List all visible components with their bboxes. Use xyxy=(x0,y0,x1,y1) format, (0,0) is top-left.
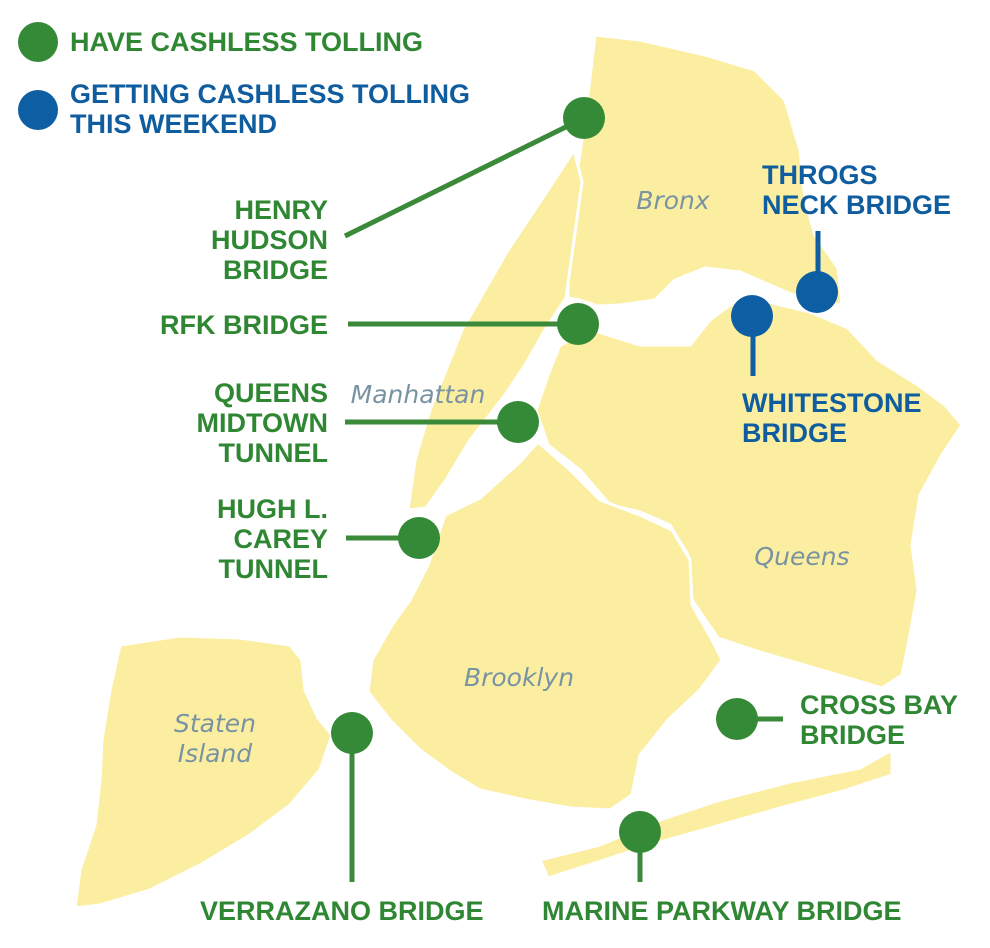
legend-getting-label: GETTING CASHLESS TOLLING THIS WEEKEND xyxy=(70,79,471,139)
cross-bay-dot xyxy=(716,698,758,740)
whitestone-dot xyxy=(731,295,773,337)
brooklyn-label: Brooklyn xyxy=(464,663,574,692)
henry-hudson-leader xyxy=(343,115,586,239)
legend-have-dot xyxy=(18,22,58,62)
whitestone-label: WHITESTONE BRIDGE xyxy=(742,388,922,448)
marine-parkway-label: MARINE PARKWAY BRIDGE xyxy=(542,896,902,926)
legend-have-label: HAVE CASHLESS TOLLING xyxy=(70,27,424,57)
queens-midtown-dot xyxy=(497,401,539,443)
henry-hudson-dot xyxy=(563,97,605,139)
marine-parkway-dot xyxy=(619,811,661,853)
rfk-dot xyxy=(557,303,599,345)
queens-label: Queens xyxy=(754,542,849,571)
rfk-label: RFK BRIDGE xyxy=(160,310,328,340)
verrazano-dot xyxy=(331,712,373,754)
queens-midtown-label: QUEENS MIDTOWN TUNNEL xyxy=(196,378,328,468)
staten-island-label-line2: Island xyxy=(178,739,253,768)
manhattan-label: Manhattan xyxy=(351,380,486,409)
staten-island-label-line1: Staten xyxy=(174,709,256,738)
brooklyn-shape xyxy=(366,440,724,812)
hugh-carey-label: HUGH L. CAREY TUNNEL xyxy=(217,494,328,584)
legend-getting-dot xyxy=(18,90,58,130)
hugh-carey-dot xyxy=(398,517,440,559)
bronx-label: Bronx xyxy=(636,186,710,215)
henry-hudson-label: HENRY HUDSON BRIDGE xyxy=(210,195,328,285)
throgs-neck-label: THROGS NECK BRIDGE xyxy=(762,160,952,220)
cross-bay-label: CROSS BAY BRIDGE xyxy=(800,690,959,750)
staten-island-shape xyxy=(73,634,334,910)
throgs-neck-dot xyxy=(796,271,838,313)
verrazano-label: VERRAZANO BRIDGE xyxy=(200,896,484,926)
